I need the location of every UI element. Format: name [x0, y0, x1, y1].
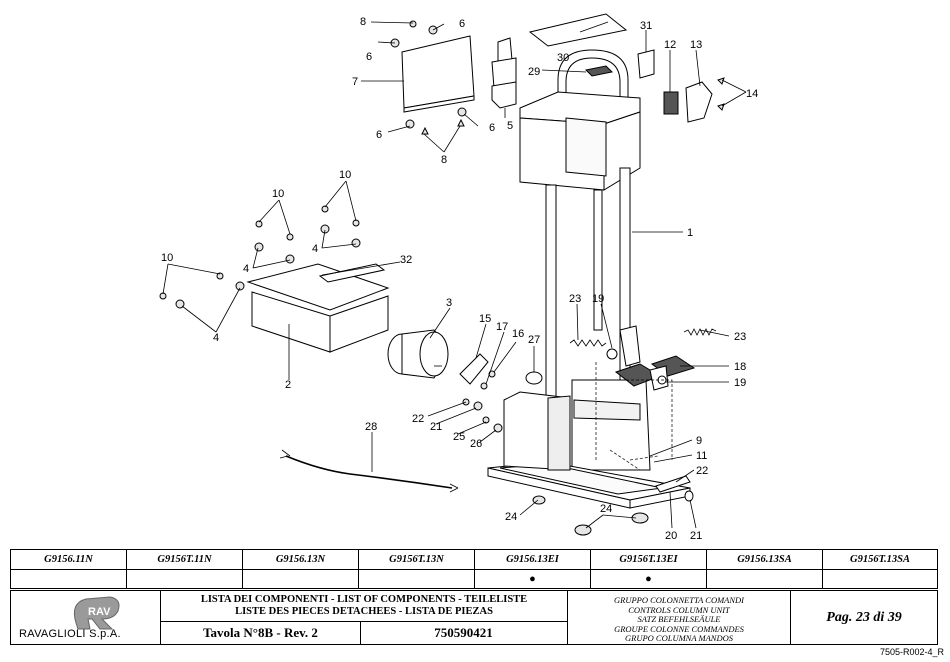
callout-11: 11	[696, 450, 707, 462]
group-line: CONTROLS COLUMN UNIT	[628, 604, 730, 615]
callout-18: 18	[734, 361, 746, 373]
callout-7: 7	[352, 76, 358, 88]
callout-8-bottom: 8	[441, 154, 447, 166]
upper-parts	[390, 13, 725, 135]
control-column	[487, 49, 717, 536]
callout-6-bottom-left: 6	[376, 129, 382, 141]
callout-20: 20	[665, 530, 677, 542]
title-line-1: LISTA DEI COMPONENTI - LIST OF COMPONENT…	[200, 594, 528, 605]
callout-19-lower: 19	[734, 377, 746, 389]
callout-31: 31	[640, 20, 652, 32]
model-mark	[707, 569, 823, 588]
table-number: Tavola N°8B - Rev. 2	[161, 622, 361, 644]
svg-text:RAV: RAV	[88, 606, 111, 618]
group-description: GRUPPO COLONNETTA COMANDI CONTROLS COLUM…	[568, 591, 791, 644]
model-mark	[243, 569, 359, 588]
callout-4-upper: 4	[312, 243, 318, 255]
callout-8-top: 8	[360, 16, 366, 28]
callout-32: 32	[400, 254, 412, 266]
model-mark	[11, 569, 127, 588]
callout-14: 14	[746, 88, 758, 100]
callout-17: 17	[496, 321, 508, 333]
callout-13: 13	[690, 39, 702, 51]
model-mark	[823, 569, 937, 588]
group-line: SATZ BEFEHLSEÄULE	[637, 614, 721, 624]
callout-6-top-right: 6	[459, 18, 465, 30]
model-header: G9156T.13SA	[849, 554, 910, 565]
left-parts	[159, 205, 543, 493]
title-line-2: LISTE DES PIECES DETACHEES - LISTA DE PI…	[235, 606, 493, 617]
model-header: G9156.11N	[11, 550, 127, 569]
title-cell: LISTA DEI COMPONENTI - LIST OF COMPONENT…	[161, 591, 568, 644]
exploded-parts-drawing: 8 6 6 7 6 6 8 5 30 29 31 12 13 14 1 10 1…	[159, 13, 758, 542]
callout-28: 28	[365, 421, 377, 433]
model-header: G9156T.11N	[127, 550, 243, 569]
company-name: RAVAGLIOLI S.p.A.	[19, 628, 121, 640]
model-mark	[127, 569, 243, 588]
callout-24-center: 24	[600, 503, 612, 515]
group-line: GRUPO COLUMNA MANDOS	[625, 633, 733, 643]
callout-10-upper-right: 10	[339, 169, 351, 181]
leader-lines	[162, 21, 747, 529]
callout-6-bottom-right: 6	[489, 122, 495, 134]
company-logo-cell: RAV RAVAGLIOLI S.p.A.	[11, 591, 161, 644]
model-mark	[359, 569, 475, 588]
model-header: G9156T.13EI	[591, 550, 707, 569]
callout-3: 3	[446, 297, 452, 309]
callout-25: 25	[453, 431, 465, 443]
callout-2: 2	[285, 379, 291, 391]
callout-9: 9	[696, 435, 702, 447]
callout-10-left: 10	[161, 252, 173, 264]
ravaglioli-logo: RAV	[73, 596, 120, 630]
table-row: Tavola N°8B - Rev. 2 750590421	[161, 621, 567, 644]
document-reference: 7505-R002-4_R	[879, 647, 944, 657]
model-header: G9156.13N	[243, 550, 359, 569]
callout-6-top-left: 6	[366, 51, 372, 63]
callout-24-left: 24	[505, 511, 517, 523]
model-applicability-table: G9156.11N G9156T.11N G9156.13N G9156T.13…	[10, 549, 938, 589]
callout-30: 30	[557, 52, 569, 64]
callout-16: 16	[512, 328, 524, 340]
callout-1: 1	[687, 227, 693, 239]
callout-26: 26	[470, 438, 482, 450]
callout-21-right: 21	[690, 530, 702, 542]
callout-29: 29	[528, 66, 540, 78]
model-header: G9156.13SA	[707, 550, 823, 569]
callout-15: 15	[479, 313, 491, 325]
group-line: GRUPPO COLONNETTA COMANDI	[613, 595, 745, 605]
callout-4-left: 4	[243, 263, 249, 275]
callout-19-upper: 19	[592, 293, 604, 305]
callout-10-upper-left: 10	[272, 188, 284, 200]
drawing-code: 750590421	[434, 625, 493, 640]
model-header: G9156T.13N	[359, 550, 475, 569]
callout-4-lower: 4	[213, 332, 219, 344]
title-block: RAV RAVAGLIOLI S.p.A. LISTA DEI COMPONEN…	[10, 590, 938, 645]
callout-12: 12	[664, 39, 676, 51]
page-number: Pag. 23 di 39	[826, 609, 902, 625]
callout-numbers: 8 6 6 7 6 6 8 5 30 29 31 12 13 14 1 10 1…	[161, 16, 758, 542]
callout-27: 27	[528, 334, 540, 346]
model-mark: ●	[475, 569, 591, 588]
model-mark: ●	[591, 569, 707, 588]
callout-23-right: 23	[734, 331, 746, 343]
group-line: GROUPE COLONNE COMMANDES	[614, 623, 744, 634]
callout-22-left: 22	[412, 413, 424, 425]
callout-21-left: 21	[430, 421, 442, 433]
callout-23-left: 23	[569, 293, 581, 305]
model-header: G9156.13EI	[475, 550, 591, 569]
callout-5: 5	[507, 120, 513, 132]
callout-22-right: 22	[696, 465, 708, 477]
